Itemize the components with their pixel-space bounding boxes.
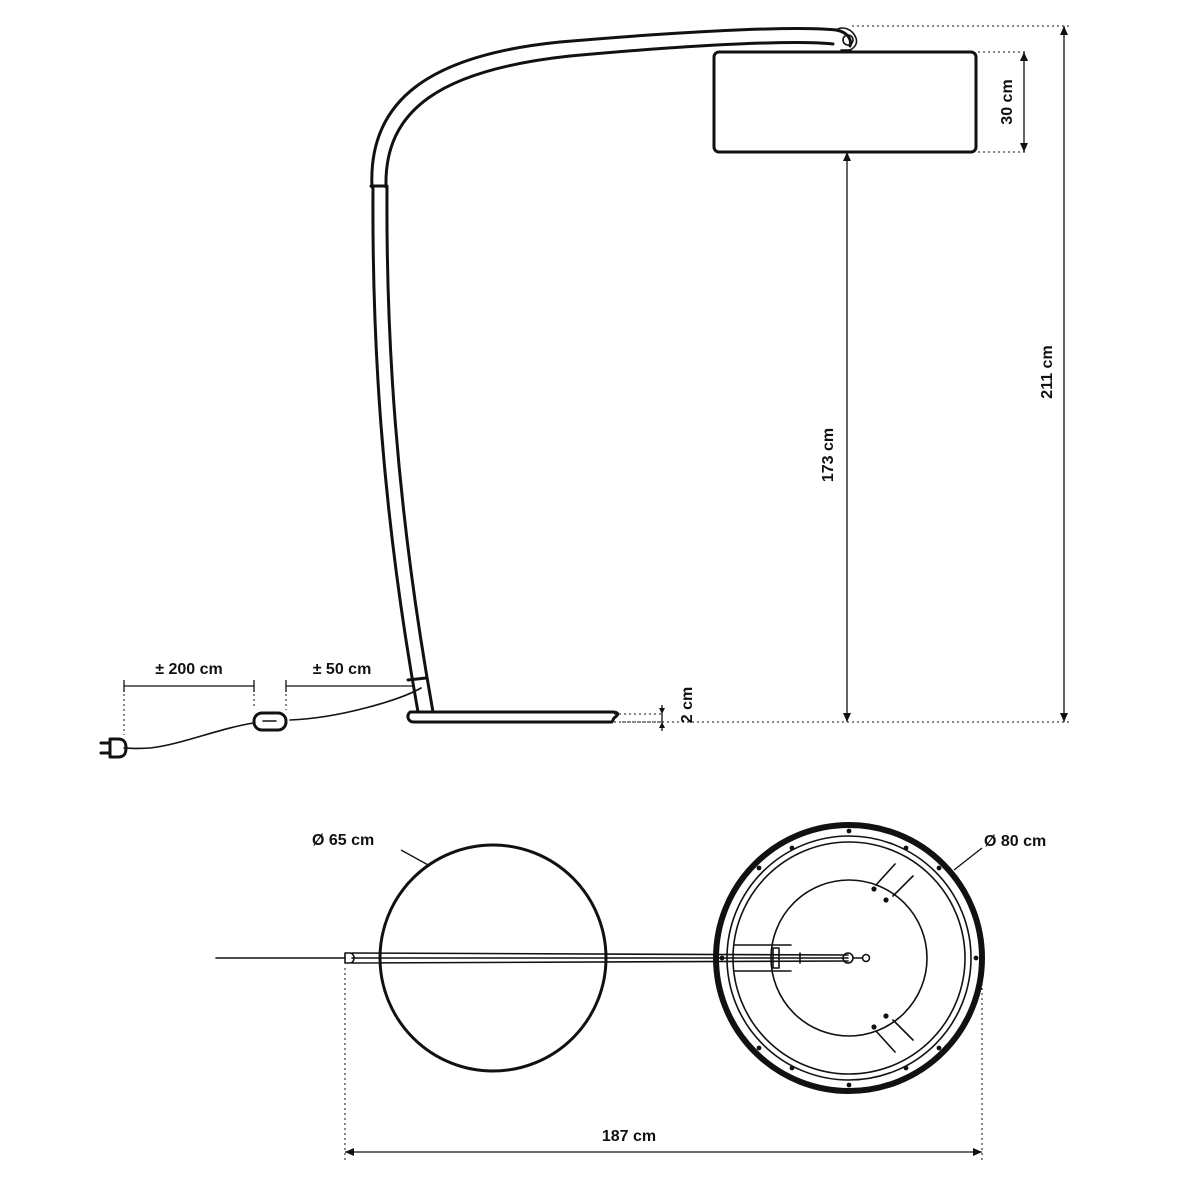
arm-outer-line: [370, 27, 852, 189]
base-bolt-holes: [719, 828, 979, 1088]
dim-cable-to-plug-label: ± 200 cm: [155, 661, 223, 678]
dim-total-height: [852, 25, 1072, 722]
power-cable-switch-to-plug: [123, 722, 255, 750]
dim-cable-to-plug: [123, 680, 255, 735]
dim-shade-height-label: 30 cm: [999, 79, 1016, 124]
dim-total-reach-label: 187 cm: [602, 1128, 656, 1145]
dim-shade-bottom-height: [622, 152, 1070, 723]
arm-top-view: [215, 947, 871, 969]
dim-base-thickness: [614, 705, 665, 731]
leader-base-diameter: [953, 847, 983, 871]
dim-base-thickness-label: 2 cm: [679, 687, 696, 723]
leader-shade-diameter: [400, 849, 431, 867]
lamp-shade: [712, 50, 978, 154]
dim-shade-bottom-height-label: 173 cm: [820, 428, 837, 482]
dim-base-diameter-label: Ø 80 cm: [984, 833, 1046, 850]
dim-shade-height: [978, 51, 1028, 153]
foot-switch: [252, 711, 288, 732]
lamp-base: [406, 710, 620, 724]
top-view: Ø 65 cm Ø 80 cm 187 cm: [215, 822, 1046, 1160]
shade-hinge: [835, 27, 858, 51]
arm-inner-line: [384, 41, 835, 189]
dim-total-height-label: 211 cm: [1039, 345, 1056, 398]
side-elevation-view: ± 200 cm ± 50 cm 2 cm 30 cm: [99, 25, 1072, 759]
dim-cable-to-switch: [285, 680, 414, 710]
dim-shade-diameter-label: Ø 65 cm: [312, 832, 374, 849]
dim-total-reach: [344, 968, 983, 1160]
power-cable-base-to-switch: [289, 687, 422, 721]
stand-left-line: [371, 185, 420, 714]
stand-right-line: [385, 185, 435, 714]
stand-collar: [406, 676, 428, 682]
power-plug: [99, 737, 128, 759]
dim-cable-to-switch-label: ± 50 cm: [313, 661, 372, 678]
